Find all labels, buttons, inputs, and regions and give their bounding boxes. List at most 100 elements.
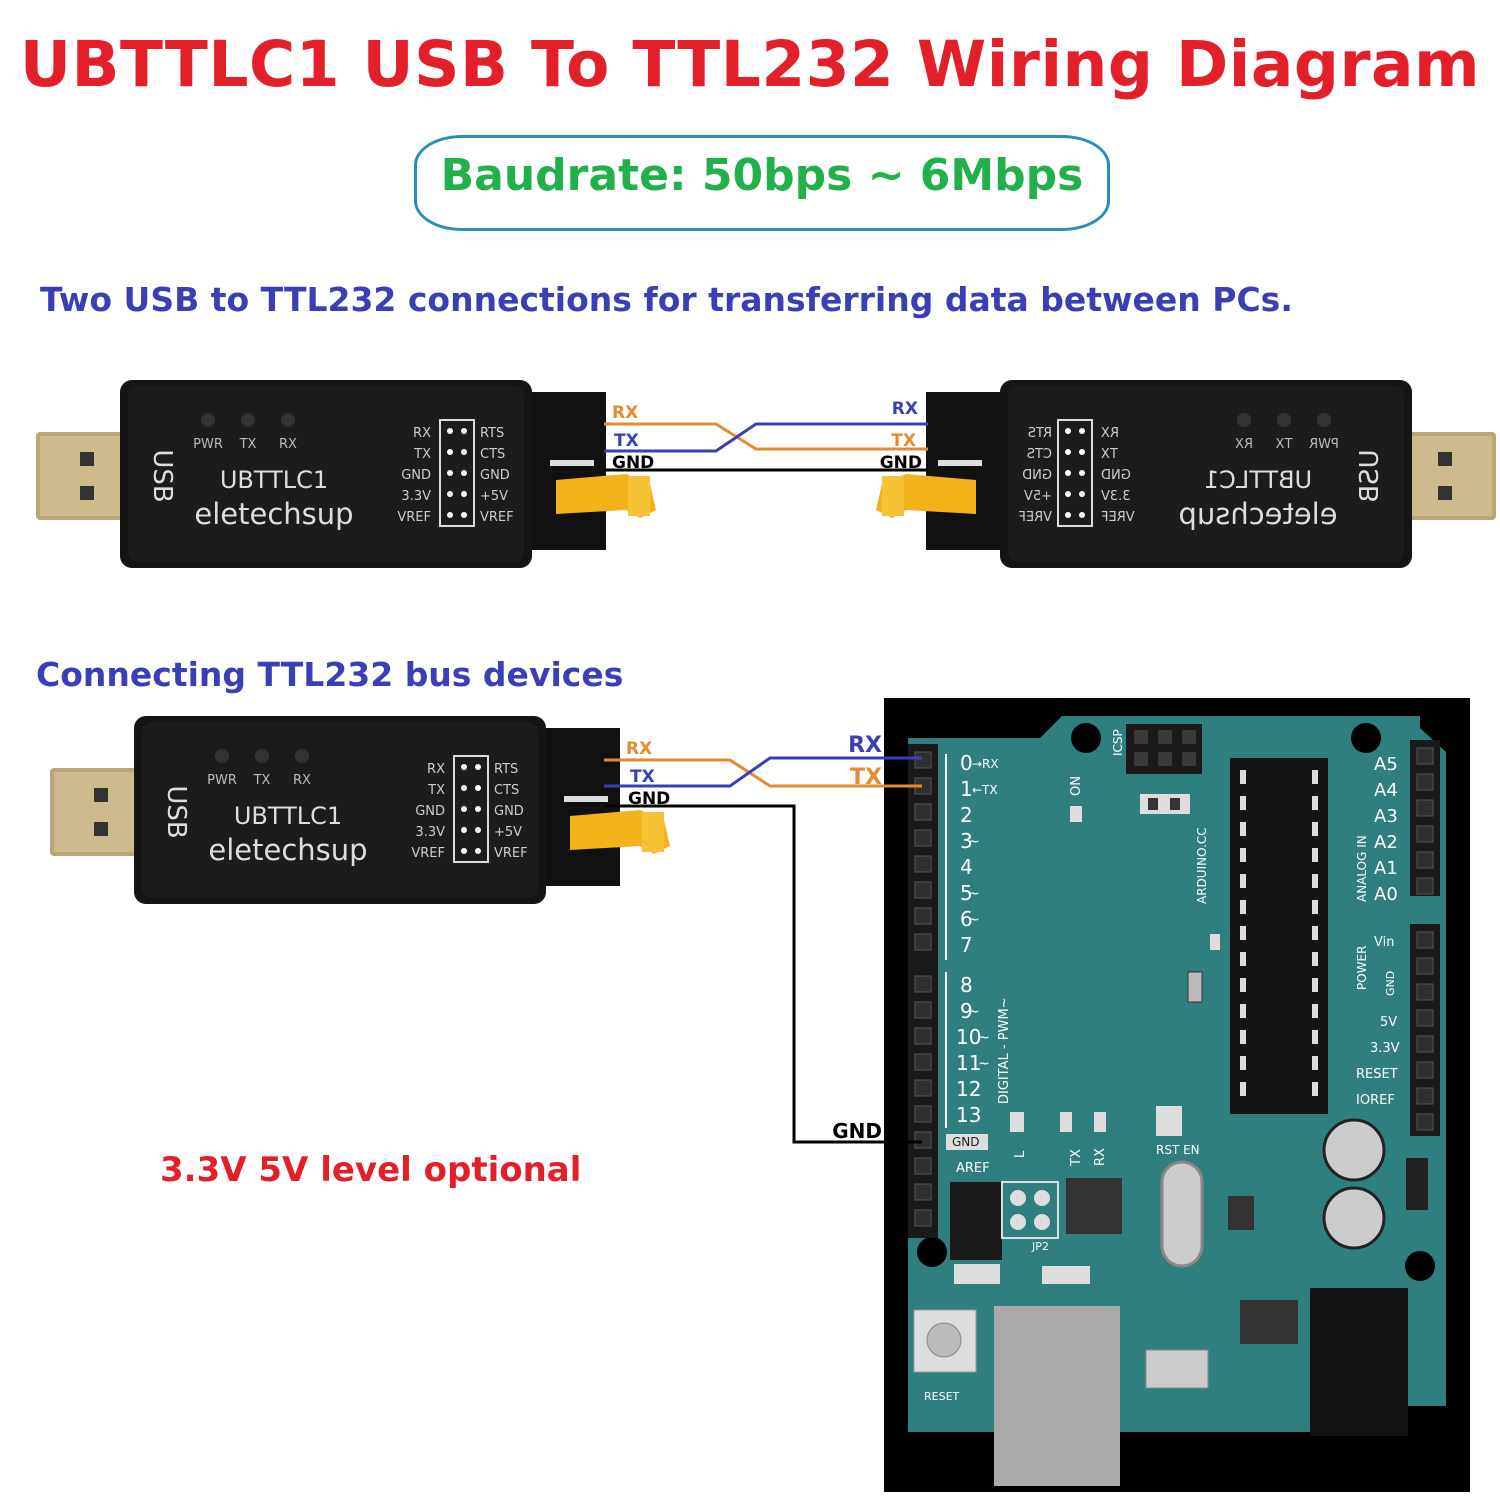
pin-label-1: 1 (960, 777, 973, 801)
pin-left-4: VREF (411, 846, 445, 861)
pin-label-13: 13 (956, 1103, 981, 1127)
led-pwr-label: PWR (193, 437, 223, 452)
wire-rx-to-tx (604, 422, 928, 451)
pin-right-4: VREF (1018, 510, 1052, 525)
pin-right-4: VREF (480, 510, 514, 525)
pin-label-4: 4 (960, 855, 973, 879)
model-label: UBTTLC1 (220, 466, 328, 494)
wire-tx-label-left: TX (630, 767, 655, 787)
wire-rx-label-left: RX (612, 403, 638, 423)
pin-right-2: GND (494, 804, 524, 819)
pin-1-tx-mark: ←TX (972, 783, 998, 797)
power-pin-vin: Vin (1374, 935, 1394, 950)
pin-right-0: RTS (1028, 426, 1052, 441)
model-label: UBTTLC1 (1204, 466, 1312, 494)
pwm-mark-11: ~ (978, 1056, 990, 1072)
pin-0-rx-mark: →RX (972, 757, 999, 771)
wire-rx-label-left: RX (626, 739, 652, 759)
wire-gnd-label-right: GND (832, 1119, 882, 1143)
section-heading-bus-devices: Connecting TTL232 bus devices (36, 655, 624, 694)
pin-label-12: 12 (956, 1077, 981, 1101)
brand-label: eletechsup (208, 833, 367, 867)
pin-left-2: GND (401, 468, 431, 483)
led-rx-label: RX (293, 773, 311, 788)
pin-left-0: RX (413, 426, 431, 441)
baudrate-label: Baudrate: 50bps ~ 6Mbps (440, 150, 1084, 201)
led-pwr-label: PWR (1309, 437, 1339, 452)
pin-left-0: RX (427, 762, 445, 777)
section-heading-pc-to-pc: Two USB to TTL232 connections for transf… (40, 280, 1293, 319)
wire-rx-label-right: RX (892, 399, 918, 419)
pwm-mark-9: ~ (968, 1004, 980, 1020)
pin-label-11: 11 (956, 1051, 981, 1075)
analog-pin-a4: A4 (1374, 780, 1398, 801)
usb-label: USB (147, 449, 177, 502)
led-rx-label: RX (1235, 437, 1253, 452)
power-label: POWER (1355, 946, 1369, 990)
model-label: UBTTLC1 (234, 802, 342, 830)
pwm-mark-3: ~ (968, 834, 980, 850)
gnd-pin-label: GND (952, 1135, 980, 1149)
pwm-mark-5: ~ (968, 886, 980, 902)
pin-left-4: VREF (1101, 510, 1135, 525)
reset-button-label: RESET (924, 1390, 960, 1403)
pin-right-1: CTS (1027, 447, 1052, 462)
diagram-title: UBTTLC1 USB To TTL232 Wiring Diagram (19, 28, 1481, 101)
pin-right-1: CTS (480, 447, 505, 462)
wire-rx-label-right: RX (848, 733, 882, 758)
wire-tx-label-right: TX (850, 765, 882, 790)
pin-label-8: 8 (960, 973, 973, 997)
pin-right-2: GND (1022, 468, 1052, 483)
adapter-c: USB PWR TX RX UBTTLC1 eletechsup RX TX G… (49, 715, 671, 905)
pin-label-5: 5 (960, 881, 973, 905)
arduino-board (884, 698, 1470, 1492)
wires-bottom: RX TX GND RX TX GND (604, 733, 922, 1144)
pin-left-1: TX (413, 447, 431, 462)
brand-label: ARDUINO.CC (1195, 827, 1209, 904)
pin-right-0: RTS (480, 426, 504, 441)
l-led-label: L (1013, 1150, 1028, 1158)
pin-right-2: GND (480, 468, 510, 483)
pwm-mark-10: ~ (978, 1030, 990, 1046)
wire-gnd (604, 804, 922, 1144)
pin-left-4: VREF (397, 510, 431, 525)
usb-label: USB (161, 785, 191, 838)
pin-right-1: CTS (494, 783, 519, 798)
on-led-label: ON (1069, 776, 1084, 796)
rst-en-label: RST EN (1156, 1143, 1200, 1157)
wire-gnd-label-left: GND (628, 789, 670, 809)
pin-right-3: +5V (480, 489, 508, 504)
wire-tx-label-right: TX (891, 431, 916, 451)
aref-label: AREF (956, 1161, 990, 1176)
pin-right-3: +5V (494, 825, 522, 840)
pin-label-0: 0 (960, 751, 973, 775)
analog-pin-a3: A3 (1374, 806, 1398, 827)
led-tx-label: TX (239, 437, 257, 452)
pin-left-3: 3.3V (1101, 489, 1131, 504)
pin-label-6: 6 (960, 907, 973, 931)
level-note: 3.3V 5V level optional (160, 1150, 582, 1190)
led-rx-label: RX (279, 437, 297, 452)
pin-left-2: GND (415, 804, 445, 819)
pin-right-0: RTS (494, 762, 518, 777)
wire-gnd-label-left: GND (612, 453, 654, 473)
analog-pin-a5: A5 (1374, 754, 1398, 775)
icsp-label: ICSP (1111, 729, 1125, 756)
analog-in-label: ANALOG IN (1355, 835, 1369, 902)
wire-tx-to-rx (604, 756, 922, 788)
rx-led-label: RX (1093, 1148, 1108, 1166)
led-tx-label: TX (253, 773, 271, 788)
pin-left-3: 3.3V (415, 825, 445, 840)
pin-left-0: RX (1101, 426, 1119, 441)
pin-right-4: VREF (494, 846, 528, 861)
pin-left-1: TX (1101, 447, 1119, 462)
led-pwr-label: PWR (207, 773, 237, 788)
pin-label-3: 3 (960, 829, 973, 853)
tx-led-label: TX (1069, 1149, 1084, 1167)
pin-left-1: TX (427, 783, 445, 798)
wires-top: RX TX GND RX TX GND (604, 399, 928, 473)
led-tx-label: TX (1275, 437, 1293, 452)
power-pin-reset: RESET (1356, 1067, 1398, 1082)
digital-label: DIGITAL - PWM~ (997, 997, 1012, 1104)
